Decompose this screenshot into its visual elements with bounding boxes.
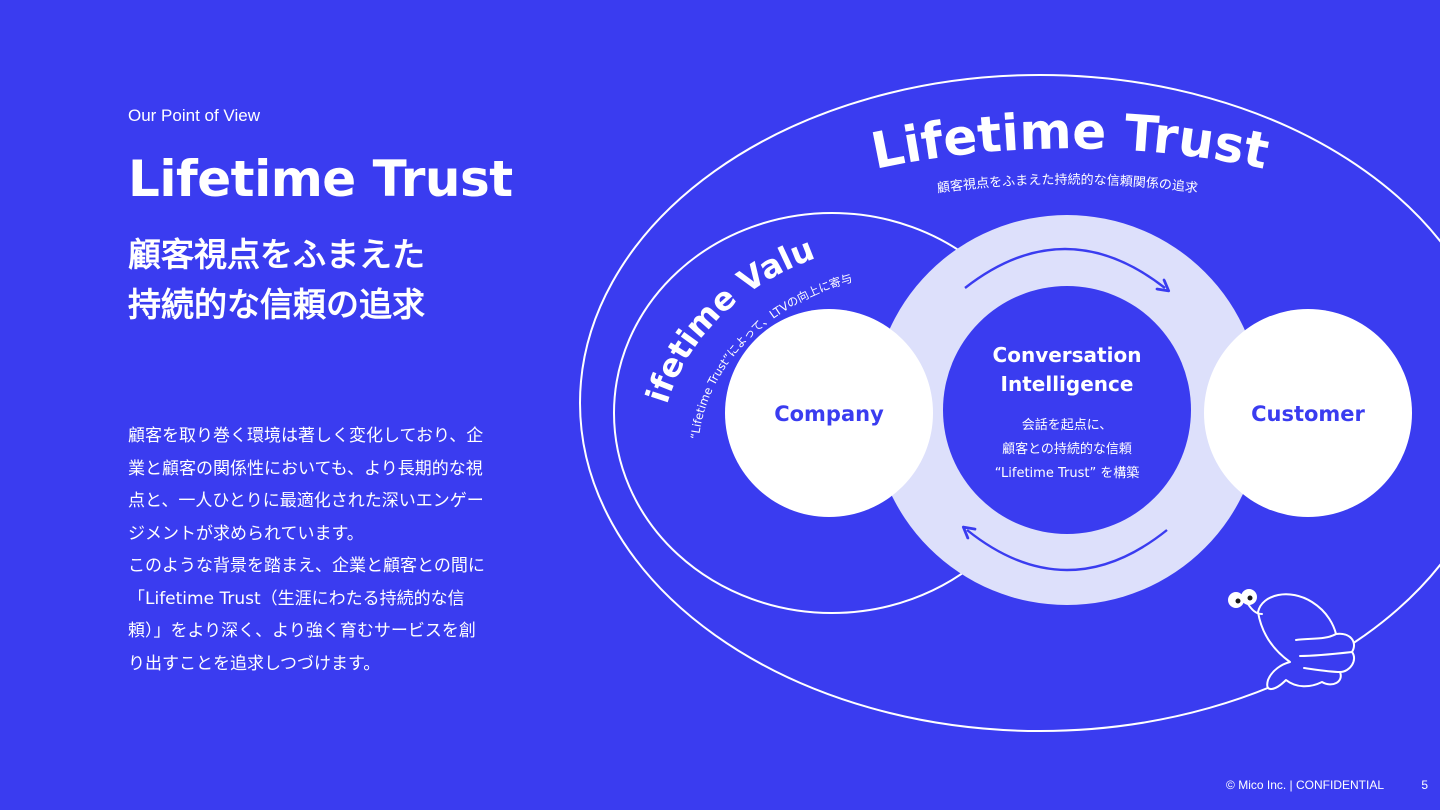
center-description-line: 会話を起点に、 bbox=[1022, 417, 1113, 433]
page-number: 5 bbox=[1421, 778, 1428, 792]
outer-subtitle-text: 顧客視点をふまえた持続的な信頼関係の追求 bbox=[936, 172, 1199, 197]
center-title-line: Conversation bbox=[993, 343, 1142, 367]
outer-title: Lifetime Trust bbox=[866, 102, 1273, 181]
subtitle-line: 持続的な信頼の追求 bbox=[128, 285, 425, 324]
cycle-arrow-icon bbox=[967, 530, 1168, 572]
body-line: 業と顧客の関係性においても、より長期的な視 bbox=[128, 458, 483, 479]
center-circle bbox=[943, 286, 1191, 534]
company-label: Company bbox=[774, 402, 884, 426]
body-line: ジメントが求められています。 bbox=[128, 523, 364, 544]
center-description-line: 顧客との持続的な信頼 bbox=[1002, 441, 1132, 457]
page-title: Lifetime Trust bbox=[128, 150, 513, 208]
center-title-line: Intelligence bbox=[1001, 372, 1134, 396]
center-description-line: “Lifetime Trust” を構築 bbox=[995, 466, 1140, 481]
body-line: 点と、一人ひとりに最適化された深いエンゲー bbox=[128, 491, 484, 511]
eyebrow-label: Our Point of View bbox=[128, 106, 260, 125]
company-circle bbox=[725, 309, 933, 517]
body-paragraph: 顧客を取り巻く環境は著しく変化しており、企 業と顧客の関係性においても、より長期… bbox=[128, 420, 513, 680]
pointing-hand-character-icon bbox=[1228, 589, 1356, 690]
subtitle-line: 顧客視点をふまえた bbox=[128, 235, 425, 274]
outer-ellipse bbox=[579, 74, 1440, 732]
inner-title-text: Lifetime Value bbox=[0, 0, 819, 407]
inner-title: Lifetime Value bbox=[0, 0, 819, 407]
body-line: 顧客を取り巻く環境は著しく変化しており、企 bbox=[128, 426, 484, 446]
outer-subtitle: 顧客視点をふまえた持続的な信頼関係の追求 bbox=[936, 172, 1199, 197]
customer-label: Customer bbox=[1251, 402, 1365, 426]
body-line: り出すことを追求しつづけます。 bbox=[128, 653, 381, 674]
customer-circle bbox=[1204, 309, 1412, 517]
outer-title-text: Lifetime Trust bbox=[866, 102, 1273, 181]
body-line: 「Lifetime Trust（生涯にわたる持続的な信 bbox=[128, 588, 465, 609]
cycle-arrow-icon bbox=[964, 247, 1165, 288]
body-line: 頼）」をより深く、より強く育むサービスを創 bbox=[128, 621, 476, 641]
body-line: このような背景を踏まえ、企業と顧客との間に bbox=[128, 556, 485, 576]
page-subtitle: 顧客視点をふまえた 持続的な信頼の追求 bbox=[128, 230, 568, 330]
footer-copyright: © Mico Inc. | CONFIDENTIAL bbox=[1226, 778, 1384, 792]
